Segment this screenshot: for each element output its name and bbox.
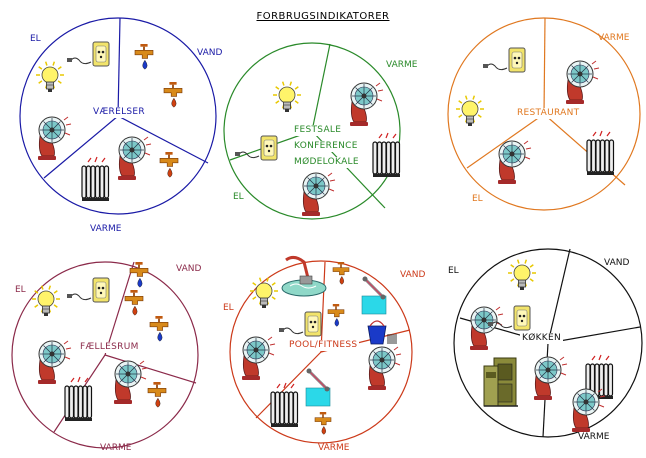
restaurant-divider (543, 17, 546, 115)
fan-heater-icon (566, 60, 600, 104)
koekken-vand-label: VAND (604, 258, 630, 268)
pool-divider (255, 351, 322, 419)
vaerelser-varme-label: VARME (90, 224, 122, 234)
vaerelser-divider (43, 115, 119, 179)
restaurant-varme-label: VARME (598, 33, 630, 43)
power-socket-icon (279, 311, 322, 337)
power-socket-icon (488, 305, 531, 331)
radiator-icon (586, 130, 615, 175)
water-tap-icon (149, 316, 169, 342)
koekken-divider (547, 248, 571, 344)
light-bulb-icon (456, 95, 484, 126)
fan-heater-icon (302, 172, 336, 216)
koekken-el-label: EL (448, 266, 459, 276)
power-socket-icon (483, 47, 526, 73)
bucket-icon (367, 320, 397, 345)
vaerelser-divider (117, 115, 209, 164)
water-tap-icon (332, 262, 350, 285)
vaerelser-divider (117, 17, 121, 117)
vaerelser-outline (19, 17, 217, 215)
water-tap-icon (124, 290, 144, 316)
festsale-name-line-3: MØDELOKALE (292, 157, 361, 168)
koekken-divider (547, 326, 641, 344)
fan-heater-icon (118, 136, 152, 180)
restaurant-el-label: EL (472, 194, 483, 204)
faellesrum-varme-label: VARME (100, 443, 132, 453)
water-tap-icon (163, 82, 183, 108)
festsale-varme-label: VARME (386, 60, 418, 70)
radiator-icon (270, 382, 299, 427)
fan-heater-icon (114, 360, 148, 404)
pool-el-label: EL (223, 303, 234, 313)
page-title: FORBRUGSINDIKATORER (256, 11, 390, 22)
fan-heater-icon (368, 346, 402, 390)
power-socket-icon (67, 277, 110, 303)
water-tap-icon (134, 44, 154, 70)
water-tap-icon (129, 262, 149, 288)
radiator-icon (372, 132, 401, 177)
light-bulb-icon (508, 259, 536, 290)
fan-heater-icon (498, 140, 532, 184)
radiator-icon (64, 376, 93, 421)
restaurant-name: RESTAURANT (515, 108, 582, 119)
stove-icon (483, 357, 518, 407)
radiator-icon (585, 354, 614, 399)
restaurant-divider (466, 113, 545, 169)
vaerelser-el-label: EL (30, 34, 41, 44)
koekken-name: KØKKEN (520, 333, 564, 344)
fan-heater-icon (350, 82, 384, 126)
koekken-varme-label: VARME (578, 432, 610, 442)
pool-outline (229, 260, 413, 444)
fan-heater-icon (38, 340, 72, 384)
power-socket-icon (67, 41, 110, 67)
water-tap-icon (147, 382, 167, 408)
faellesrum-name: FÆLLESRUM (78, 342, 141, 353)
pool-vand-label: VAND (400, 270, 426, 280)
fitness-equipment-icon (305, 368, 331, 407)
pool-divider (320, 261, 326, 353)
power-socket-icon (235, 135, 278, 161)
water-tap-icon (159, 152, 179, 178)
festsale-name-line-1: FESTSALE (292, 125, 344, 136)
light-bulb-icon (36, 61, 64, 92)
fan-heater-icon (534, 356, 568, 400)
pool-varme-label: VARME (318, 443, 350, 453)
pool-name: POOL/FITNESS (287, 340, 360, 351)
faellesrum-el-label: EL (15, 285, 26, 295)
water-tap-icon (327, 304, 345, 327)
light-bulb-icon (273, 81, 301, 112)
fitness-equipment-icon (361, 276, 387, 315)
fan-heater-icon (470, 306, 504, 350)
festsale-divider (311, 43, 331, 132)
faellesrum-divider (104, 261, 135, 356)
water-tap-icon (314, 412, 332, 435)
fan-heater-icon (242, 336, 276, 380)
vaerelser-name: VÆRELSER (91, 107, 147, 118)
faellesrum-divider (104, 354, 197, 384)
fan-heater-icon (38, 116, 72, 160)
faellesrum-vand-label: VAND (176, 264, 202, 274)
koekken-outline (453, 248, 643, 438)
festsale-outline (223, 42, 401, 220)
festsale-el-label: EL (233, 192, 244, 202)
fan-heater-icon (572, 388, 606, 432)
faellesrum-outline (11, 261, 199, 449)
light-bulb-icon (250, 277, 278, 308)
radiator-icon (81, 156, 110, 201)
festsale-name-line-2: KONFERENCE (292, 141, 360, 152)
light-bulb-icon (32, 285, 60, 316)
vaerelser-vand-label: VAND (197, 48, 223, 58)
pool-icon (281, 255, 327, 297)
restaurant-outline (447, 17, 641, 211)
